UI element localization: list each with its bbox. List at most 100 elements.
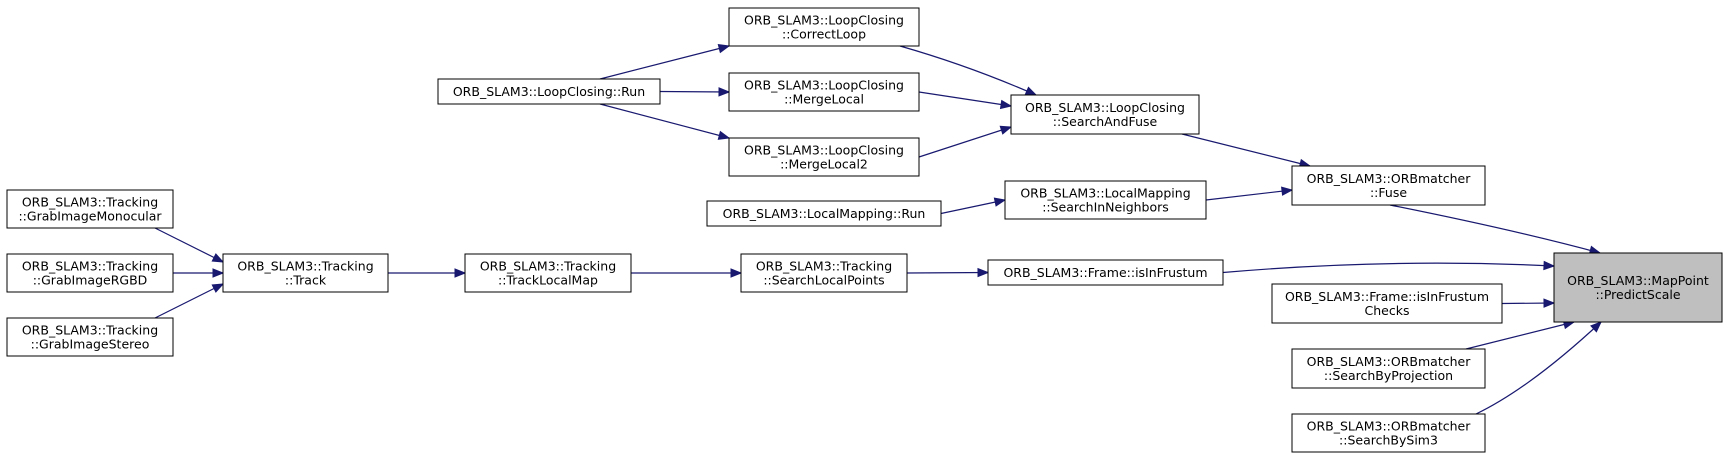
node-box (728, 7, 920, 47)
node-grab-mono[interactable]: ORB_SLAM3::Tracking::GrabImageMonocular (6, 189, 174, 229)
node-search-by-sim3[interactable]: ORB_SLAM3::ORBmatcher::SearchBySim3 (1291, 413, 1486, 453)
node-search-by-projection[interactable]: ORB_SLAM3::ORBmatcher::SearchByProjectio… (1291, 348, 1486, 389)
edge-localmapping_run-to-search_in_neighbors (940, 199, 1006, 215)
node-box (740, 253, 908, 293)
node-search-in-neighbors[interactable]: ORB_SLAM3::LocalMapping::SearchInNeighbo… (1004, 180, 1207, 220)
node-box (222, 253, 389, 293)
node-box (1553, 252, 1723, 323)
edge-search_in_neighbors-to-fuse (1205, 189, 1293, 201)
nodes-layer: ORB_SLAM3::MapPoint::PredictScaleORB_SLA… (6, 7, 1723, 453)
arrowhead-merge_local-to-search_and_fuse (999, 99, 1013, 110)
node-label-line: ORB_SLAM3::LocalMapping::Run (723, 206, 926, 221)
node-label-line: ::GrabImageStereo (31, 337, 150, 352)
node-label-line: ORB_SLAM3::LocalMapping (1020, 186, 1190, 201)
node-box (706, 200, 942, 227)
edge-merge_local-to-search_and_fuse (918, 91, 1012, 107)
node-label-line: ORB_SLAM3::Frame::isInFrustum (1003, 265, 1207, 280)
node-label-line: ORB_SLAM3::ORBmatcher (1307, 354, 1472, 369)
node-label-line: ::Track (285, 273, 327, 288)
node-track[interactable]: ORB_SLAM3::Tracking::Track (222, 253, 389, 293)
node-label-line: ORB_SLAM3::Tracking (22, 195, 158, 210)
node-grab-rgbd[interactable]: ORB_SLAM3::Tracking::GrabImageRGBD (6, 253, 174, 293)
node-label-line: ::SearchBySim3 (1339, 433, 1438, 448)
arrowhead-search_local_points-to-is_in_frustum (977, 267, 990, 278)
node-search-and-fuse[interactable]: ORB_SLAM3::LoopClosing::SearchAndFuse (1010, 94, 1200, 135)
node-merge-local[interactable]: ORB_SLAM3::LoopClosing::MergeLocal (728, 72, 920, 112)
edge-is_in_frustum-to-predict_scale (1222, 262, 1555, 274)
edge-loopclosing_run-to-correct_loop (599, 45, 730, 80)
node-localmapping-run[interactable]: ORB_SLAM3::LocalMapping::Run (706, 200, 942, 227)
arrowhead-search_by_sim3-to-predict_scale (1590, 321, 1602, 333)
edge-correct_loop-to-search_and_fuse (899, 45, 1037, 96)
node-label-line: ORB_SLAM3::LoopClosing (744, 78, 904, 93)
arrowhead-localmapping_run-to-search_in_neighbors (993, 197, 1007, 207)
node-label-line: ::SearchByProjection (1324, 368, 1453, 383)
node-box (728, 72, 920, 112)
node-correct-loop[interactable]: ORB_SLAM3::LoopClosing::CorrectLoop (728, 7, 920, 47)
arrowhead-grab_stereo-to-track (211, 283, 225, 293)
node-box (728, 137, 920, 177)
node-box (1291, 348, 1486, 389)
edge-search_local_points-to-is_in_frustum (906, 271, 989, 274)
arrowhead-loopclosing_run-to-merge_local (718, 87, 731, 97)
edge-search_by_sim3-to-predict_scale (1475, 321, 1602, 415)
node-box (6, 317, 174, 357)
edge-fuse-to-predict_scale (1389, 204, 1601, 254)
node-label-line: ::SearchInNeighbors (1042, 200, 1169, 215)
node-label-line: ORB_SLAM3::ORBmatcher (1307, 171, 1472, 186)
node-label-line: ORB_SLAM3::Tracking (756, 259, 892, 274)
node-label-line: ::CorrectLoop (782, 27, 866, 42)
node-label-line: ORB_SLAM3::Tracking (237, 259, 373, 274)
node-box (437, 78, 661, 105)
edge-search_and_fuse-to-fuse (1181, 133, 1311, 167)
node-label-line: ::MergeLocal2 (780, 157, 868, 172)
node-grab-stereo[interactable]: ORB_SLAM3::Tracking::GrabImageStereo (6, 317, 174, 357)
node-box (6, 189, 174, 229)
arrowhead-loopclosing_run-to-merge_local2 (717, 130, 731, 140)
node-label-line: ORB_SLAM3::LoopClosing (744, 143, 904, 158)
arrowhead-track_local_map-to-search_local_points (730, 268, 743, 278)
node-box (1010, 94, 1200, 135)
node-label-line: ::GrabImageRGBD (33, 273, 148, 288)
node-box (464, 253, 632, 293)
node-box (1271, 283, 1503, 324)
node-label-line: ORB_SLAM3::ORBmatcher (1307, 419, 1472, 434)
arrowhead-grab_mono-to-track (211, 253, 225, 263)
node-label-line: ORB_SLAM3::Tracking (22, 323, 158, 338)
node-label-line: ORB_SLAM3::Frame::isInFrustum (1285, 289, 1489, 304)
edge-merge_local2-to-search_and_fuse (918, 126, 1012, 158)
node-box (987, 259, 1224, 286)
node-label-line: ORB_SLAM3::LoopClosing (744, 13, 904, 28)
node-is-in-frustum[interactable]: ORB_SLAM3::Frame::isInFrustum (987, 259, 1224, 286)
edge-grab_mono-to-track (154, 227, 224, 263)
node-label-line: ORB_SLAM3::Tracking (22, 259, 158, 274)
arrowhead-search_in_neighbors-to-fuse (1281, 186, 1294, 196)
node-label-line: ORB_SLAM3::Tracking (480, 259, 616, 274)
node-label-line: ::SearchLocalPoints (763, 273, 884, 288)
node-label-line: ORB_SLAM3::LoopClosing (1025, 100, 1185, 115)
node-search-local-points[interactable]: ORB_SLAM3::Tracking::SearchLocalPoints (740, 253, 908, 293)
node-merge-local2[interactable]: ORB_SLAM3::LoopClosing::MergeLocal2 (728, 137, 920, 177)
node-label-line: ::SearchAndFuse (1053, 114, 1158, 129)
arrowhead-track-to-track_local_map (454, 268, 467, 278)
node-loopclosing-run[interactable]: ORB_SLAM3::LoopClosing::Run (437, 78, 661, 105)
node-label-line: ::Fuse (1370, 185, 1407, 200)
node-track-local-map[interactable]: ORB_SLAM3::Tracking::TrackLocalMap (464, 253, 632, 293)
node-label-line: ORB_SLAM3::LoopClosing::Run (453, 84, 645, 99)
node-box (1291, 413, 1486, 453)
node-label-line: ::PredictScale (1595, 287, 1680, 302)
arrowhead-merge_local2-to-search_and_fuse (999, 125, 1013, 135)
node-label-line: ::GrabImageMonocular (18, 209, 162, 224)
node-label-line: Checks (1365, 303, 1410, 318)
edge-loopclosing_run-to-merge_local2 (599, 103, 730, 139)
arrowhead-is_in_frustum-to-predict_scale (1543, 260, 1556, 271)
arrowhead-grab_rgbd-to-track (212, 268, 225, 278)
node-predict-scale[interactable]: ORB_SLAM3::MapPoint::PredictScale (1553, 252, 1723, 323)
node-fuse[interactable]: ORB_SLAM3::ORBmatcher::Fuse (1291, 165, 1486, 206)
node-label-line: ::MergeLocal (784, 92, 864, 107)
edge-grab_stereo-to-track (154, 283, 224, 319)
arrowhead-is_in_frustum_checks-to-predict_scale (1543, 298, 1556, 308)
arrowhead-correct_loop-to-search_and_fuse (1024, 86, 1038, 96)
